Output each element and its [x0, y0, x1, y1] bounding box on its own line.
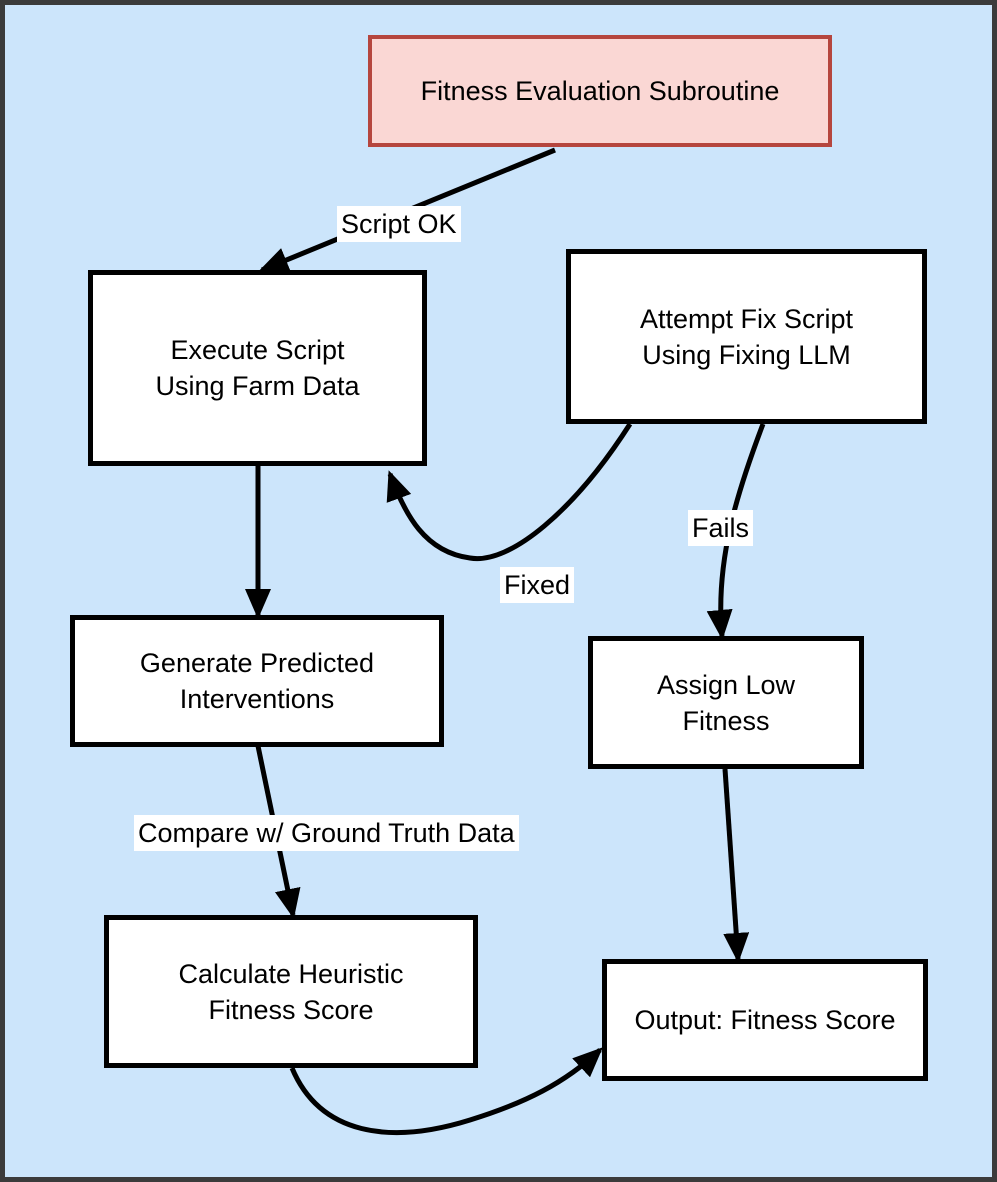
- label-fails: Fails: [688, 510, 754, 546]
- label-fixed: Fixed: [500, 567, 575, 603]
- label-compare: Compare w/ Ground Truth Data: [134, 815, 519, 851]
- node-fitness-evaluation-subroutine: Fitness Evaluation Subroutine: [368, 35, 832, 147]
- label-script-ok: Script OK: [337, 206, 461, 242]
- edge-fixed: [386, 422, 633, 562]
- edge-calculate-output: [289, 1047, 603, 1136]
- edge-assign-output: [722, 768, 750, 963]
- node-output-fitness-score: Output: Fitness Score: [602, 959, 928, 1081]
- node-attempt-fix-script: Attempt Fix Script Using Fixing LLM: [566, 249, 927, 424]
- node-calculate-heuristic-fitness-score: Calculate Heuristic Fitness Score: [104, 915, 478, 1068]
- node-assign-low-fitness: Assign Low Fitness: [588, 636, 864, 769]
- node-generate-predicted-interventions: Generate Predicted Interventions: [70, 615, 444, 747]
- node-execute-script: Execute Script Using Farm Data: [88, 270, 427, 466]
